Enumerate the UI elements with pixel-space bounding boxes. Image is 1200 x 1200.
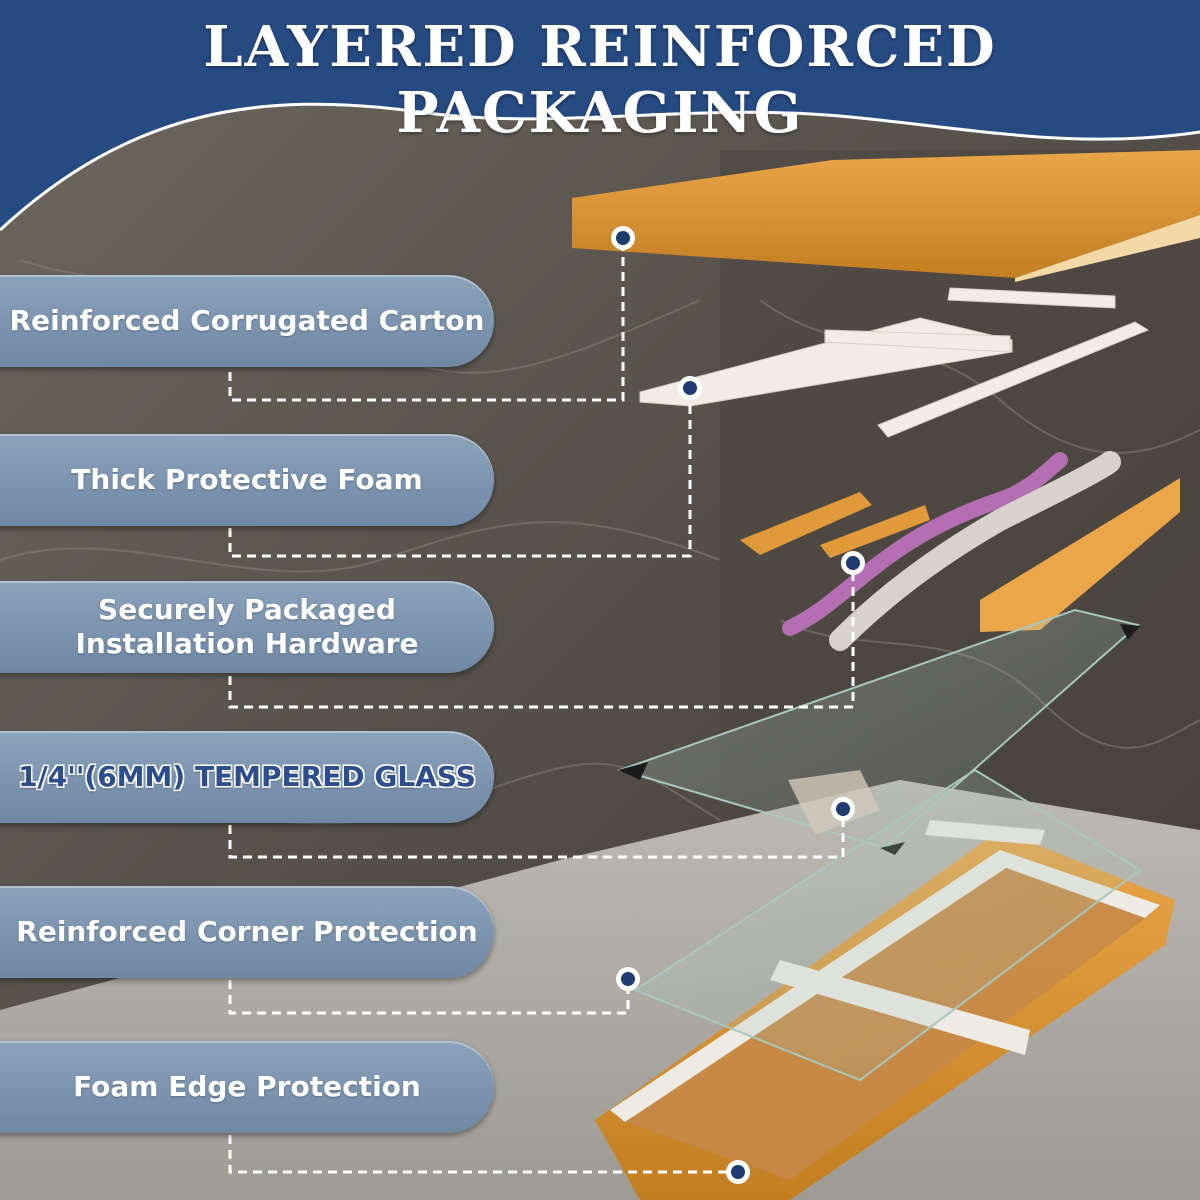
carton-lid: [572, 150, 1200, 278]
dot-glass: [836, 802, 850, 816]
purple-gasket: [782, 452, 1068, 636]
leader-carton: [228, 238, 625, 402]
label-text: Thick Protective Foam: [71, 463, 423, 496]
label-text: Reinforced Corner Protection: [16, 915, 478, 948]
leader-corner: [228, 979, 630, 1015]
banner-wave-line: [0, 102, 1200, 232]
title-banner: [0, 0, 1200, 230]
clear-seal-strip: [829, 451, 1121, 651]
glass-panel-upper: [616, 608, 1141, 850]
label-text: Securely Packaged Installation Hardware: [75, 593, 419, 660]
leader-hardware: [228, 563, 855, 709]
label-thick-protective-foam: Thick Protective Foam: [0, 434, 494, 526]
dot-edge: [731, 1165, 745, 1179]
callout-dots: [611, 226, 865, 1184]
leader-edge: [228, 1135, 738, 1174]
leader-glass: [228, 809, 845, 859]
dot-corner: [621, 972, 635, 986]
label-reinforced-corrugated-carton: Reinforced Corrugated Carton: [0, 275, 494, 367]
glass-panel-lower: [632, 768, 1142, 1082]
leader-lines: [228, 238, 855, 1174]
hardware-boxes: [740, 478, 1180, 632]
label-corner-protection: Reinforced Corner Protection: [0, 886, 494, 978]
label-text: Foam Edge Protection: [73, 1070, 421, 1103]
dot-hardware: [846, 556, 860, 570]
label-text: Reinforced Corrugated Carton: [9, 304, 485, 337]
dot-carton: [616, 231, 630, 245]
page-title: LAYERED REINFORCED PACKAGING: [203, 14, 997, 146]
carton-lid-edge: [1015, 215, 1200, 282]
dot-foam: [683, 381, 697, 395]
label-installation-hardware: Securely Packaged Installation Hardware: [0, 581, 494, 673]
leader-foam: [228, 388, 692, 558]
foam-strips: [639, 287, 1150, 438]
label-foam-edge-protection: Foam Edge Protection: [0, 1041, 494, 1133]
label-text: 1/4''(6MM) TEMPERED GLASS: [18, 760, 476, 793]
label-tempered-glass: 1/4''(6MM) TEMPERED GLASS: [0, 731, 494, 823]
